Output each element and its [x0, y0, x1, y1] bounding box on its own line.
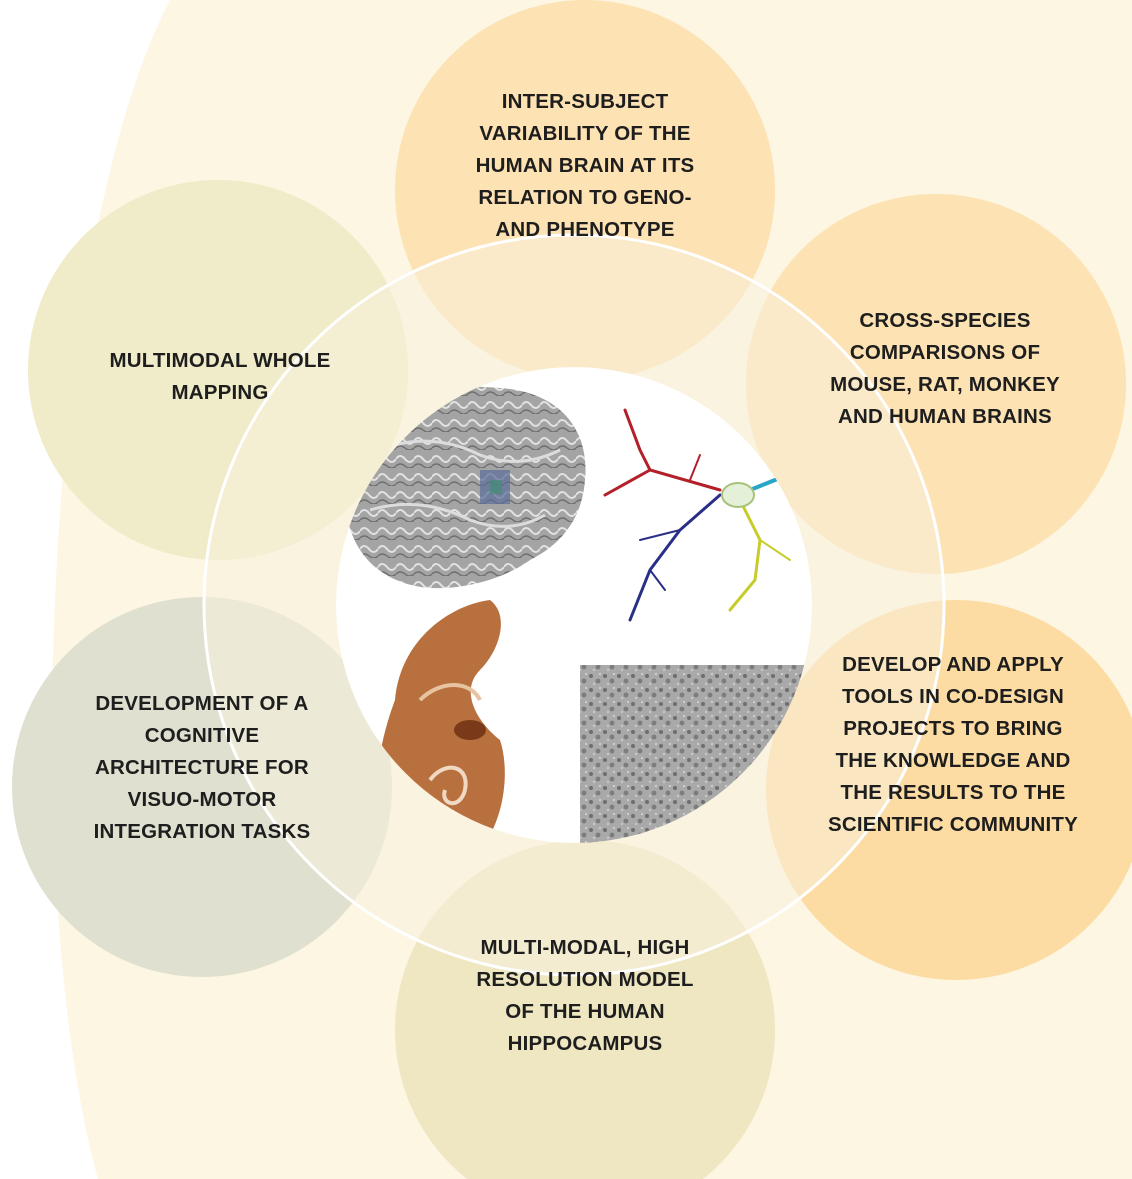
label-multimodal-whole-mapping: MULTIMODAL WHOLE MAPPING [92, 345, 348, 409]
label-hippocampus-model: MULTI-MODAL, HIGH RESOLUTION MODEL OF TH… [470, 932, 700, 1060]
label-cognitive-architecture: DEVELOPMENT OF A COGNITIVE ARCHITECTURE … [72, 688, 332, 848]
label-develop-apply-tools: DEVELOP AND APPLY TOOLS IN CO-DESIGN PRO… [828, 649, 1078, 841]
label-inter-subject-variability: INTER-SUBJECT VARIABILITY OF THE HUMAN B… [462, 86, 708, 246]
label-cross-species-comparisons: CROSS-SPECIES COMPARISONS OF MOUSE, RAT,… [810, 305, 1080, 433]
